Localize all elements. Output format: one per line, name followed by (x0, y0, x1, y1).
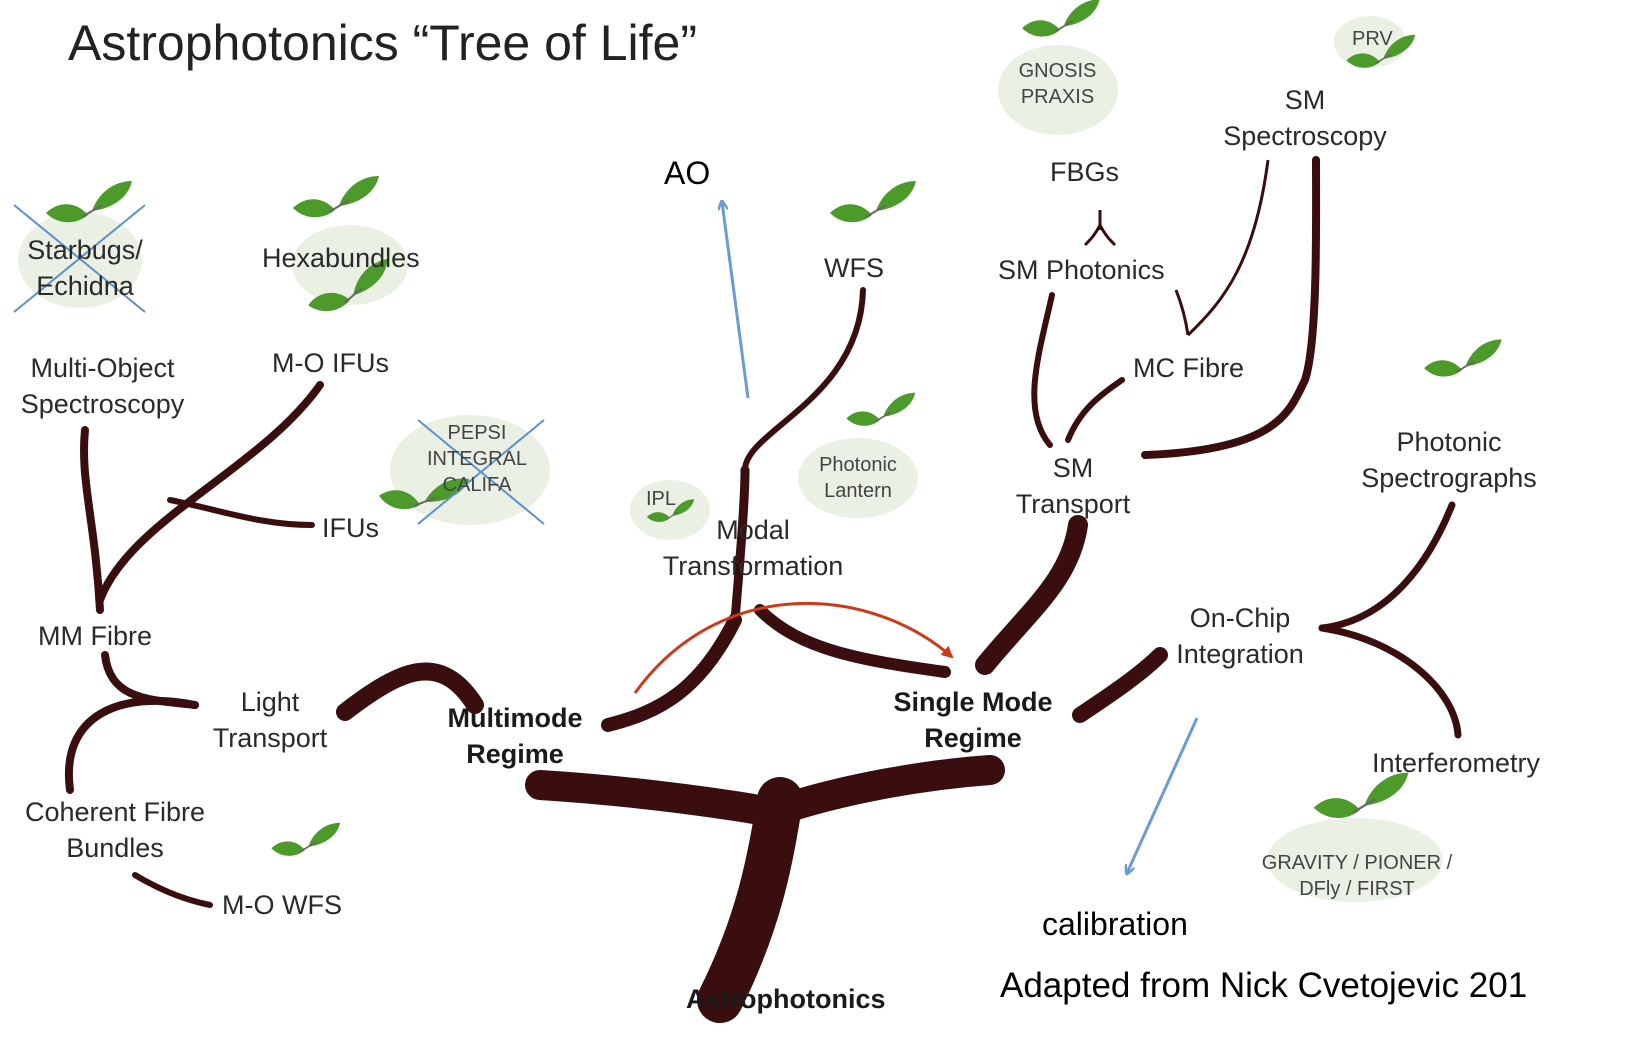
ao-label: AO (664, 155, 710, 192)
mo-ifus-label: M-O IFUs (272, 345, 389, 381)
wfs-label: WFS (824, 250, 884, 286)
interferometry-label: Interferometry (1372, 745, 1540, 781)
multimode-to-singlemode-arrow (635, 603, 952, 693)
sm-photonics-label: SM Photonics (998, 252, 1165, 288)
calibration-label: calibration (1042, 906, 1188, 943)
mm-fibre-label: MM Fibre (38, 618, 152, 654)
starbugs-label: Starbugs/Echidna (15, 232, 155, 304)
hexabundles-label: Hexabundles (262, 240, 420, 276)
ifus-label: IFUs (322, 510, 379, 546)
calibration-arrow (1127, 718, 1197, 873)
ipl-label: IPL (646, 486, 676, 512)
fbgs-label: FBGs (1050, 154, 1119, 190)
prv-label: PRV (1352, 26, 1393, 52)
gravity-pioner-dfly-first-label: GRAVITY / PIONER /DFly / FIRST (1256, 850, 1458, 902)
mc-fibre-label: MC Fibre (1133, 350, 1244, 386)
page-title: Astrophotonics “Tree of Life” (68, 14, 697, 72)
astrophotonics-root-label: Astrophotonics (686, 981, 886, 1017)
mo-wfs-label: M-O WFS (222, 887, 342, 923)
credit-text: Adapted from Nick Cvetojevic 201 (1000, 966, 1527, 1006)
ao-arrow (722, 202, 748, 398)
